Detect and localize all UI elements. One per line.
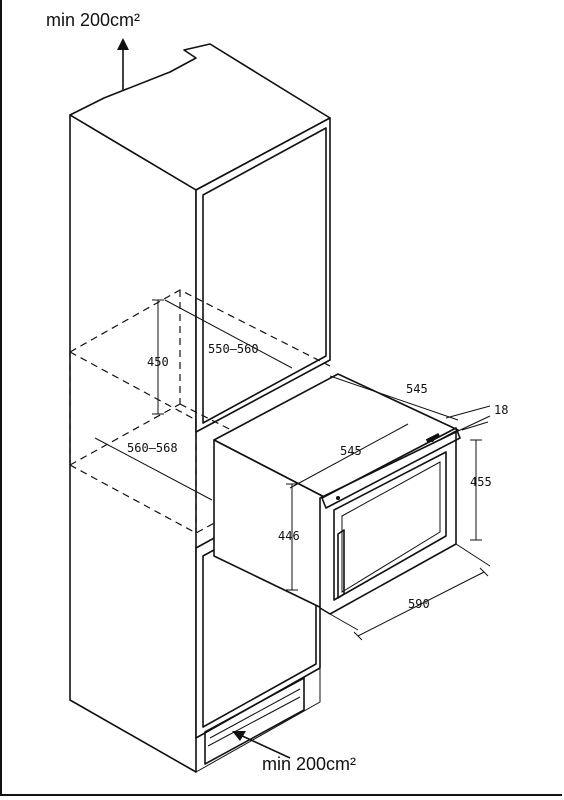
upper-door [202,127,327,424]
top-ventilation-arrow [117,38,129,90]
appliance-glass [341,461,441,593]
niche-height-label: 450 [147,355,169,369]
bottom-ventilation-label: min 200cm² [262,754,357,774]
top-ventilation-label: min 200cm² [46,10,141,30]
appliance-handle [337,529,345,599]
body-height-label: 446 [278,529,300,543]
front-width-label: 590 [408,597,430,611]
front-height-label: 455 [470,475,492,489]
appliance-front [319,431,457,615]
appliance-depth-side-label: 545 [340,444,362,458]
appliance-glass-frame [333,451,447,601]
appliance-depth-top-label: 545 [406,382,428,396]
plinth-vent [204,677,305,765]
cabinet-right-face [195,117,331,433]
door-offset-label: 18 [494,403,508,417]
niche-width-label: 560–568 [127,441,178,455]
niche-depth-label: 550–560 [208,342,259,356]
appliance-control-strip [321,427,461,509]
bottom-ventilation-arrow [232,731,291,759]
